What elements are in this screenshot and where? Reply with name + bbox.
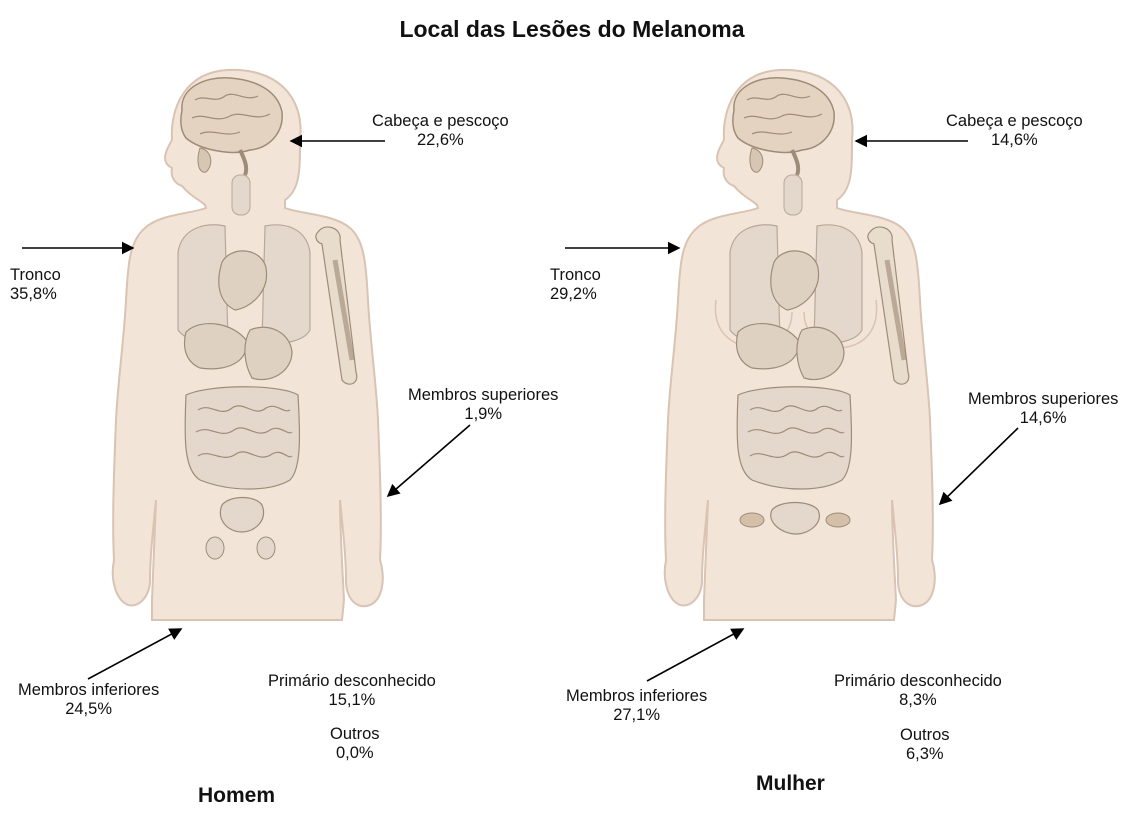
female-figure-caption: Mulher — [756, 772, 825, 796]
arrow-male-lower-limbs — [88, 629, 181, 679]
female-others-label: Outros 6,3% — [900, 726, 950, 764]
female-lower-limbs-label: Membros inferiores 27,1% — [566, 687, 707, 725]
female-head-neck-label: Cabeça e pescoço 14,6% — [946, 112, 1083, 150]
arrow-female-lower-limbs — [647, 629, 743, 681]
male-figure-caption: Homem — [198, 784, 275, 808]
female-unknown-primary-label: Primário desconhecido 8,3% — [834, 672, 1002, 710]
male-unknown-primary-label: Primário desconhecido 15,1% — [268, 672, 436, 710]
arrow-male-upper-limbs — [388, 425, 470, 496]
male-body — [113, 70, 383, 620]
male-lower-limbs-label: Membros inferiores 24,5% — [18, 681, 159, 719]
female-upper-limbs-label: Membros superiores 14,6% — [968, 390, 1118, 428]
male-upper-limbs-label: Membros superiores 1,9% — [408, 386, 558, 424]
arrow-female-upper-limbs — [940, 428, 1018, 504]
male-others-label: Outros 0,0% — [330, 725, 380, 763]
male-head-neck-label: Cabeça e pescoço 22,6% — [372, 112, 509, 150]
female-body — [665, 70, 935, 620]
female-trunk-label: Tronco 29,2% — [550, 266, 601, 304]
male-trunk-label: Tronco 35,8% — [10, 266, 61, 304]
